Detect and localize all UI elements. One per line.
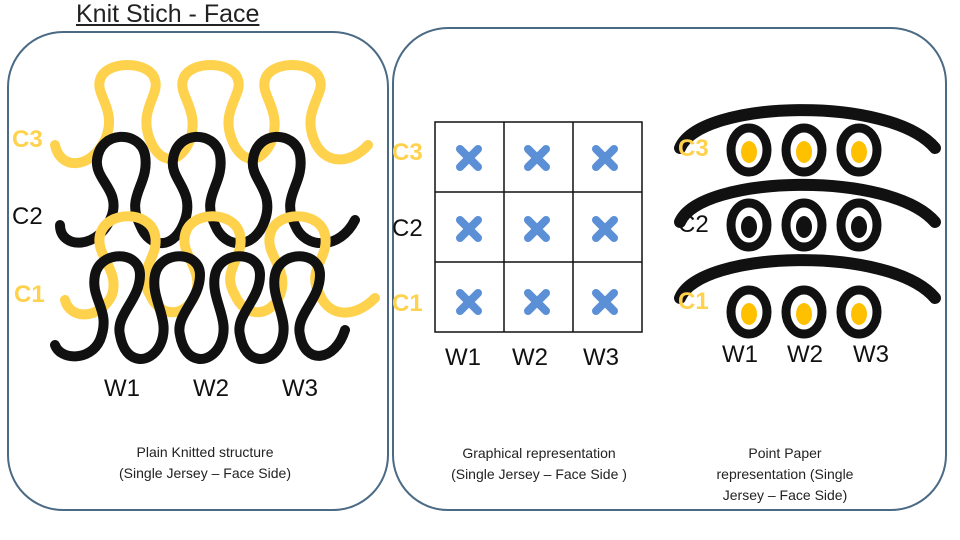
- point-paper-row-c3: [674, 104, 941, 177]
- dot-yellow: [796, 141, 812, 163]
- course-label-c3-left: C3: [12, 126, 43, 153]
- caption-middle-line-2: (Single Jersey – Face Side ): [451, 466, 627, 482]
- course-label-c1-point: C1: [678, 288, 709, 315]
- right-panel: [392, 27, 947, 511]
- caption-middle: Graphical representation (Single Jersey …: [424, 443, 654, 485]
- wale-label-w1-left: W1: [104, 375, 140, 402]
- point-paper: [674, 104, 941, 339]
- course-label-c1-grid: C1: [392, 290, 423, 317]
- caption-left-line-1: Plain Knitted structure: [136, 444, 274, 460]
- point-paper-row-c1: [674, 254, 941, 339]
- cross-icon: [524, 145, 550, 171]
- dot-black: [796, 216, 812, 238]
- wale-label-w2-left: W2: [193, 375, 229, 402]
- page-title: Knit Stich - Face: [76, 0, 260, 28]
- cross-icon: [456, 145, 482, 171]
- knit-yarn-black-lower: [50, 251, 350, 364]
- cross-icon: [592, 216, 618, 242]
- course-label-c2-point: C2: [678, 211, 709, 238]
- c2-upper-path: [55, 131, 360, 249]
- cross-icon: [456, 289, 482, 315]
- arc-line: [674, 254, 941, 304]
- caption-left: Plain Knitted structure (Single Jersey –…: [90, 442, 320, 484]
- dot-yellow: [851, 141, 867, 163]
- caption-right-line-3: Jersey – Face Side): [722, 487, 848, 503]
- course-label-c1-left: C1: [14, 281, 45, 308]
- knit-yarn-c3: [50, 60, 373, 169]
- point-paper-row-c2: [674, 178, 941, 252]
- dot-black: [741, 216, 757, 238]
- arc-line: [674, 178, 941, 228]
- caption-right-line-1: Point Paper: [748, 445, 822, 461]
- c1-lower-path: [50, 251, 350, 364]
- wale-label-w1-grid: W1: [445, 344, 481, 371]
- course-label-c3-grid: C3: [392, 139, 423, 166]
- arc-line: [674, 104, 941, 154]
- cross-icon: [524, 289, 550, 315]
- wale-label-w1-point: W1: [722, 341, 758, 368]
- left-panel: [7, 31, 389, 511]
- c1-yellow-path: [60, 211, 380, 320]
- dot-yellow: [741, 141, 757, 163]
- course-label-c3-point: C3: [678, 135, 709, 162]
- dot-yellow: [851, 303, 867, 325]
- knit-yarn-black-upper: [55, 131, 360, 249]
- dot-black: [851, 216, 867, 238]
- caption-middle-line-1: Graphical representation: [462, 445, 616, 461]
- wale-label-w2-point: W2: [787, 341, 823, 368]
- wale-label-w2-grid: W2: [512, 344, 548, 371]
- graphical-grid: [434, 121, 643, 333]
- dot-yellow: [741, 303, 757, 325]
- caption-right-line-2: representation (Single: [716, 466, 854, 482]
- cross-icon: [524, 216, 550, 242]
- wale-label-w3-point: W3: [853, 341, 889, 368]
- caption-right: Point Paper representation (Single Jerse…: [695, 443, 875, 506]
- cross-icon: [592, 145, 618, 171]
- cross-icon: [456, 216, 482, 242]
- caption-left-line-2: (Single Jersey – Face Side): [119, 465, 291, 481]
- dot-yellow: [796, 303, 812, 325]
- wale-label-w3-grid: W3: [583, 344, 619, 371]
- knit-yarn-yellow-mid: [60, 211, 380, 320]
- grid-crosses: [456, 145, 618, 315]
- wale-label-w3-left: W3: [282, 375, 318, 402]
- course-label-c2-left: C2: [12, 203, 43, 230]
- c3-course-path: [50, 60, 373, 169]
- cross-icon: [592, 289, 618, 315]
- grid-border: [434, 121, 643, 333]
- course-label-c2-grid: C2: [392, 215, 423, 242]
